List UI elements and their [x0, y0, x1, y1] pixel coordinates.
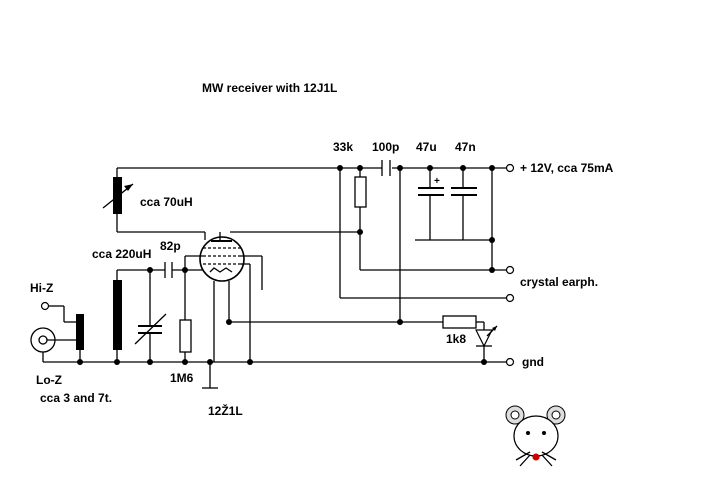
- inductor-220uh: [113, 270, 122, 362]
- antenna-input: [30, 301, 84, 362]
- plus-mark: +: [434, 176, 440, 187]
- label-220uh: cca 220uH: [92, 247, 151, 261]
- label-47n: 47n: [455, 140, 476, 154]
- junction-dot: [481, 359, 487, 365]
- label-crystal: crystal earph.: [520, 275, 598, 289]
- variable-inductor-70uh: [102, 177, 206, 240]
- junction-dot: [489, 237, 495, 243]
- grid-input: [117, 255, 203, 320]
- diagram-title: MW receiver with 12J1L: [202, 81, 337, 95]
- junction-dot: [114, 359, 120, 365]
- earphone-line: [339, 168, 508, 299]
- junction-dot: [489, 165, 495, 171]
- label-33k: 33k: [333, 140, 353, 154]
- ground-terminal: [505, 357, 515, 367]
- resistor-33k: [230, 165, 367, 270]
- hiz-terminal: [40, 301, 50, 311]
- resistor-1m6: [179, 319, 192, 362]
- capacitor-100p: [381, 160, 403, 322]
- junction-dot: [397, 319, 403, 325]
- junction-dot: [489, 267, 495, 273]
- mouse-icon: [505, 405, 566, 467]
- label-turns: cca 3 and 7t.: [40, 391, 112, 405]
- vacuum-tube: [199, 232, 263, 362]
- tuning-capacitor: [134, 270, 167, 362]
- label-1k8: 1k8: [446, 332, 466, 346]
- label-70uh: cca 70uH: [140, 195, 193, 209]
- supply-rail: [116, 167, 508, 177]
- capacitor-47u: +: [418, 165, 444, 240]
- bypass-return: [415, 165, 495, 270]
- label-100p: 100p: [372, 140, 399, 154]
- junction-dot: [247, 359, 253, 365]
- label-1m6: 1M6: [170, 371, 194, 385]
- junction-dot: [397, 165, 403, 171]
- label-tube: 12Ž1L: [208, 403, 243, 418]
- junction-dot: [147, 359, 153, 365]
- capacitor-47n: [451, 165, 477, 240]
- led-icon: [475, 329, 493, 348]
- label-gnd: gnd: [522, 355, 544, 369]
- label-47u: 47u: [416, 140, 437, 154]
- label-supply: + 12V, cca 75mA: [520, 161, 614, 175]
- ground-rail: [43, 359, 508, 389]
- label-82p: 82p: [160, 239, 181, 253]
- earphone-terminal-1: [505, 265, 515, 275]
- label-hiz: Hi-Z: [30, 281, 53, 295]
- cathode-circuit: [226, 315, 498, 362]
- earphone-terminal-2: [505, 293, 515, 303]
- label-loz: Lo-Z: [36, 373, 62, 387]
- junction-dot: [182, 359, 188, 365]
- supply-terminal: [505, 163, 515, 173]
